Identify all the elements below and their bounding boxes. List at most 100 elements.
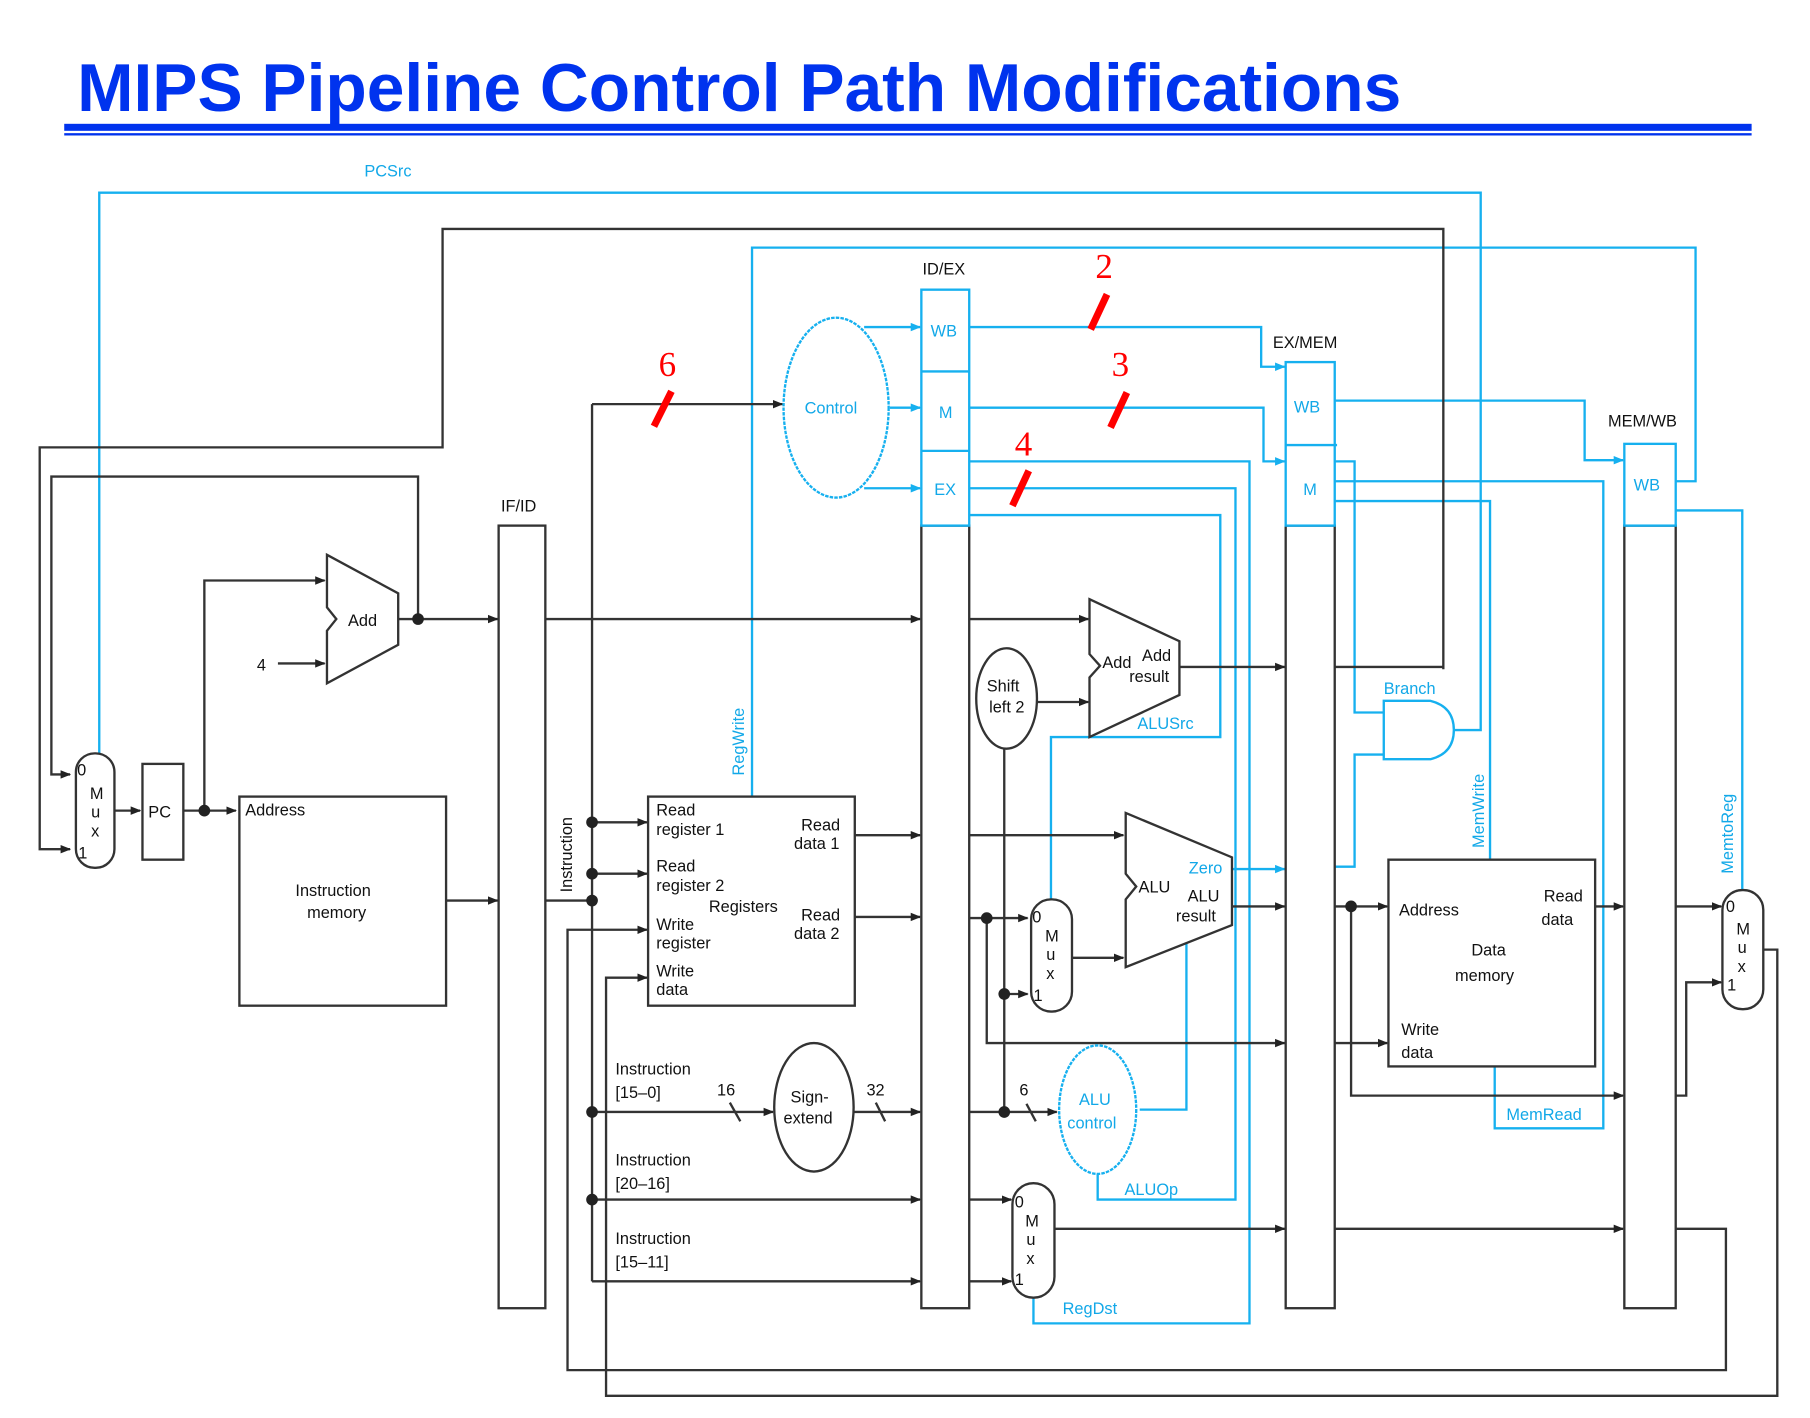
svg-text:1: 1 (1015, 1271, 1024, 1289)
svg-text:WB: WB (1634, 477, 1660, 495)
svg-text:data: data (1541, 911, 1574, 929)
svg-text:Read: Read (801, 906, 840, 924)
svg-text:Add: Add (1142, 647, 1171, 665)
svg-text:Read: Read (1544, 888, 1583, 906)
alu: ALU ALU result (1124, 811, 1234, 969)
sign-extend: Sign- extend 32 (773, 1041, 887, 1173)
svg-text:1: 1 (1727, 976, 1736, 994)
svg-text:MEM/WB: MEM/WB (1608, 412, 1677, 430)
regdst-label: RegDst (1063, 1300, 1118, 1318)
zero-label: Zero (1189, 860, 1223, 878)
pc-adder: Add (325, 552, 400, 686)
svg-text:[15–0]: [15–0] (615, 1084, 660, 1102)
svg-text:Add: Add (348, 612, 377, 630)
svg-text:Branch: Branch (1384, 680, 1436, 698)
svg-text:Registers: Registers (709, 898, 778, 916)
svg-text:x: x (91, 822, 99, 840)
svg-text:Write: Write (656, 916, 694, 934)
mem-wb-register: MEM/WB WB (1608, 412, 1677, 1310)
control-unit: Control (782, 316, 890, 499)
pcsrc-label: PCSrc (364, 162, 411, 180)
memtoreg-mux: 0 M u x 1 (1721, 888, 1765, 1011)
svg-text:extend: extend (784, 1110, 833, 1128)
svg-text:[20–16]: [20–16] (615, 1175, 670, 1193)
svg-text:ALU: ALU (1139, 878, 1171, 896)
title-underline-thick (64, 123, 1752, 131)
memread-label: MemRead (1506, 1106, 1581, 1124)
svg-text:data 2: data 2 (794, 925, 839, 943)
junction-dots (198, 613, 1357, 1206)
alusrc-mux: 0 M u x 1 (1029, 898, 1074, 1013)
svg-text:u: u (1026, 1231, 1035, 1249)
svg-text:ID/EX: ID/EX (923, 260, 966, 278)
svg-text:register 2: register 2 (656, 877, 724, 895)
svg-text:M: M (1736, 920, 1750, 938)
pc-register: PC (141, 762, 185, 861)
bit-width-annotations: 6 2 3 4 (650, 247, 1131, 508)
ex-bits: 4 (1015, 425, 1033, 464)
id-ex-register: ID/EX WB M EX (920, 260, 971, 1310)
svg-text:6: 6 (1019, 1082, 1028, 1100)
svg-text:Read: Read (801, 816, 840, 834)
svg-text:ALU: ALU (1188, 888, 1220, 906)
control-input-bits: 6 (659, 345, 677, 384)
svg-text:Write: Write (1401, 1021, 1439, 1039)
svg-text:Write: Write (656, 962, 694, 980)
svg-text:ALU: ALU (1079, 1091, 1111, 1109)
instruction-memory: Address Instruction memory (238, 795, 448, 1007)
svg-text:memory: memory (307, 904, 367, 922)
svg-text:Control: Control (805, 399, 858, 417)
alusrc-label: ALUSrc (1137, 715, 1193, 733)
svg-text:u: u (91, 804, 100, 822)
svg-text:Sign-: Sign- (791, 1089, 829, 1107)
m-bits: 3 (1112, 345, 1130, 384)
svg-text:x: x (1046, 965, 1054, 983)
svg-text:Read: Read (656, 857, 695, 875)
wb-bits: 2 (1095, 247, 1113, 286)
svg-text:Instruction: Instruction (558, 817, 576, 892)
svg-text:Instruction: Instruction (615, 1230, 690, 1248)
instruction-field-labels: Instruction [15–0] 16 Instruction [20–16… (615, 1061, 742, 1271)
svg-text:Shift: Shift (987, 677, 1020, 695)
svg-text:u: u (1046, 946, 1055, 964)
svg-text:16: 16 (717, 1082, 735, 1100)
svg-text:0: 0 (77, 762, 86, 780)
aluop-label: ALUOp (1125, 1181, 1179, 1199)
svg-text:WB: WB (1294, 398, 1320, 416)
alu-control: ALU control 6 (1019, 1044, 1138, 1176)
svg-text:M: M (939, 404, 953, 422)
svg-text:M: M (1045, 927, 1059, 945)
svg-text:M: M (90, 785, 104, 803)
svg-text:left 2: left 2 (989, 699, 1024, 717)
svg-text:x: x (1738, 958, 1746, 976)
svg-text:Instruction: Instruction (615, 1061, 690, 1079)
svg-text:Address: Address (245, 801, 305, 819)
svg-text:result: result (1129, 668, 1169, 686)
svg-text:32: 32 (866, 1082, 884, 1100)
svg-text:data 1: data 1 (794, 835, 839, 853)
svg-text:Instruction: Instruction (295, 882, 370, 900)
svg-text:data: data (656, 981, 689, 999)
ex-mem-register: EX/MEM WB M (1273, 334, 1337, 1310)
svg-text:Instruction: Instruction (615, 1152, 690, 1170)
data-memory: Address Data memory Read data Write data (1387, 858, 1597, 1068)
svg-text:register 1: register 1 (656, 821, 724, 839)
svg-text:0: 0 (1032, 909, 1041, 927)
svg-text:IF/ID: IF/ID (501, 498, 537, 516)
svg-text:Read: Read (656, 801, 695, 819)
title-underline-thin (64, 133, 1752, 136)
svg-text:[15–11]: [15–11] (615, 1253, 668, 1271)
svg-text:data: data (1401, 1044, 1434, 1062)
svg-text:register: register (656, 934, 711, 952)
shift-left-2: Shift left 2 (975, 647, 1039, 750)
svg-text:result: result (1176, 908, 1216, 926)
svg-text:EX/MEM: EX/MEM (1273, 334, 1337, 352)
datapath-wires (38, 227, 1779, 1397)
memwrite-label: MemWrite (1470, 774, 1488, 848)
constant-four: 4 (257, 656, 266, 674)
pc-mux: 0 M u x 1 (74, 752, 116, 870)
svg-text:x: x (1026, 1250, 1034, 1268)
svg-text:control: control (1067, 1114, 1116, 1132)
regwrite-label: RegWrite (730, 708, 748, 776)
